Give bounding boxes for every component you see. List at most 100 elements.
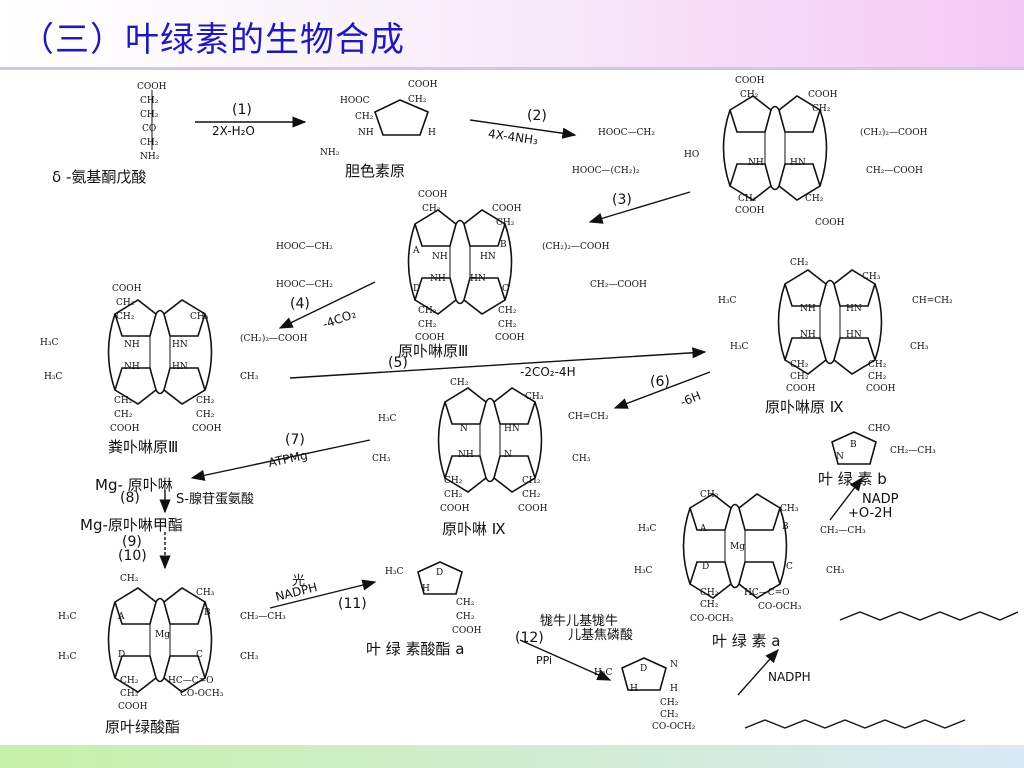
protogen-ch2: CH₂ bbox=[790, 258, 809, 268]
step-5-condition: -2CO₂-4H bbox=[520, 365, 576, 379]
chla-ch2: CH₂ bbox=[700, 490, 719, 500]
uro3a-cooh-4: COOH bbox=[815, 218, 845, 228]
uro3a-ch2-2: CH₂ bbox=[812, 104, 831, 114]
pbg-ch2-1: CH₂ bbox=[408, 95, 427, 105]
protogen-h3c-2: H₃C bbox=[730, 342, 749, 352]
ester-h3c: H₃C bbox=[594, 668, 613, 678]
pchlide-ch2-2: CH₂ bbox=[120, 676, 139, 686]
protogen-ch-ch2: CH=CH₂ bbox=[912, 296, 953, 306]
chl-b-reagent-2: +O-2H bbox=[848, 506, 893, 521]
uro3a-ch2-4: CH₂ bbox=[805, 194, 824, 204]
ester-co-och2: CO-OCH₂ bbox=[652, 722, 696, 732]
pchlide-ch2: CH₂ bbox=[120, 574, 139, 584]
chla-h3c-1: H₃C bbox=[638, 524, 657, 534]
arrow-step-11 bbox=[269, 579, 377, 609]
compound-protoporphyrinogen-9: 原卟啉原 Ⅸ bbox=[765, 398, 844, 416]
compound-protochlorophyllide: 原叶绿酸酯 bbox=[105, 718, 181, 736]
copro-cooh-3: COOH bbox=[192, 424, 222, 434]
pchlide-ring-d: D bbox=[118, 650, 126, 660]
uro3b-cooh-4: COOH bbox=[495, 333, 525, 343]
uro3a-ch2-cooh: CH₂—COOH bbox=[866, 166, 923, 176]
uro3b-cooh-1: COOH bbox=[418, 190, 448, 200]
pbg-ch2-2: CH₂ bbox=[355, 112, 374, 122]
step-2-label: (2) bbox=[527, 108, 547, 124]
pchlide-ch3-2: CH₃ bbox=[240, 652, 259, 662]
ester-n: N bbox=[670, 660, 678, 670]
copro-ch2-1: CH₂ bbox=[116, 298, 135, 308]
compound-mg-protoporphyrin-methyl-ester: Mg-原卟啉甲酯 bbox=[80, 516, 183, 534]
uro3b-ring-c: C bbox=[502, 284, 509, 294]
copro-ch2-3: CH₂ bbox=[114, 396, 133, 406]
step-11-label: (11) bbox=[338, 596, 367, 612]
chlb-ch2ch3: CH₂—CH₃ bbox=[890, 446, 936, 456]
chla-ring-d: D bbox=[702, 562, 710, 572]
step-3-label: (3) bbox=[612, 192, 632, 208]
chla-ch2-2: CH₂ bbox=[700, 588, 719, 598]
chla-ring-c: C bbox=[786, 562, 793, 572]
ala-ch2-3: CH₂ bbox=[140, 138, 159, 148]
uro3a-ch2-1: CH₂ bbox=[740, 90, 759, 100]
step-12-label: (12) bbox=[515, 630, 544, 646]
uro3b-ch2-5: CH₂ bbox=[418, 320, 437, 330]
step-11-light: 光 bbox=[292, 574, 306, 589]
compound-chlorophyllide-a: 叶 绿 素酸酯 a bbox=[366, 640, 465, 658]
chlide-ch2-2: CH₂ bbox=[456, 612, 475, 622]
protogen-ch2-3: CH₂ bbox=[868, 360, 887, 370]
chlide-ring-d: D bbox=[436, 568, 444, 578]
nadph-label: NADPH bbox=[768, 670, 811, 684]
proto-cooh-2: COOH bbox=[518, 504, 548, 514]
chlide-h3c: H₃C bbox=[385, 567, 404, 577]
pchlide-h3c-2: H₃C bbox=[58, 652, 77, 662]
step-7-label: (7) bbox=[285, 432, 305, 448]
copro-ch2-5: CH₂ bbox=[114, 410, 133, 420]
step-6-label: (6) bbox=[650, 374, 670, 390]
compound-chlorophyll-b: 叶 绿 素 b bbox=[818, 470, 887, 488]
pchlide-ch3-1: CH₃ bbox=[196, 588, 215, 598]
copro-nh-1: NH bbox=[124, 340, 140, 350]
ester-ch2-2: CH₂ bbox=[660, 710, 679, 720]
uro3b-ch2-6: CH₂ bbox=[498, 320, 517, 330]
protogen-ch2-4: CH₂ bbox=[790, 372, 809, 382]
copro-ch2-2-cooh: (CH₂)₂—COOH bbox=[240, 334, 308, 344]
pchlide-ring-b: B bbox=[204, 608, 211, 618]
pchlide-cooh: COOH bbox=[118, 702, 148, 712]
ala-ch2-1: CH₂ bbox=[140, 96, 159, 106]
arrow-to-chl-b bbox=[829, 476, 863, 521]
uro3b-nh-1: NH bbox=[432, 252, 448, 262]
arrow-step-4 bbox=[278, 281, 376, 329]
chla-ch2-3: CH₂ bbox=[700, 600, 719, 610]
copro-nh-2: NH bbox=[124, 362, 140, 372]
chla-hc-c-o: HC—C=O bbox=[744, 588, 790, 598]
pchlide-ch2-3: CH₂ bbox=[120, 689, 139, 699]
proto-ch2-5: CH₂ bbox=[522, 490, 541, 500]
compound-ala: δ -氨基酮戊酸 bbox=[52, 168, 147, 186]
proto-ch2-3: CH₂ bbox=[522, 476, 541, 486]
protogen-h3c: H₃C bbox=[718, 296, 737, 306]
arrow-step-2 bbox=[469, 119, 577, 139]
step-12-reagent-line1: 牻牛儿基牻牛 bbox=[540, 614, 619, 629]
proto-nh: NH bbox=[458, 450, 474, 460]
proto-n-2: N bbox=[504, 450, 512, 460]
proto-ch3-3: CH₃ bbox=[572, 454, 591, 464]
proto-ch2-2: CH₂ bbox=[444, 476, 463, 486]
arrow-step-12 bbox=[519, 639, 612, 681]
compound-pbg: 胆色素原 bbox=[345, 162, 406, 180]
uro3b-ch2-cooh: CH₂—COOH bbox=[590, 280, 647, 290]
chl-b-reagent-1: NADP bbox=[862, 492, 899, 507]
arrow-step-6 bbox=[613, 371, 711, 409]
protogen-nh-1: NH bbox=[800, 304, 816, 314]
chlide-h: H bbox=[422, 584, 430, 594]
protogen-hn-1: HN bbox=[846, 304, 862, 314]
uro3a-cooh-1: COOH bbox=[735, 76, 765, 86]
copro-ch2-2: CH₂ bbox=[116, 312, 135, 322]
step-10-label: (10) bbox=[118, 548, 147, 564]
chla-ring-a: A bbox=[700, 524, 707, 534]
step-8-label: (8) bbox=[120, 490, 140, 506]
chlb-n: N bbox=[836, 452, 844, 462]
copro-hn-1: HN bbox=[172, 340, 188, 350]
title-divider bbox=[0, 67, 1024, 70]
pbg-hooc: HOOC bbox=[340, 96, 370, 106]
ester-h-2: H bbox=[670, 684, 678, 694]
proto-n-1: N bbox=[460, 424, 468, 434]
chlb-ring-b: B bbox=[850, 440, 857, 450]
